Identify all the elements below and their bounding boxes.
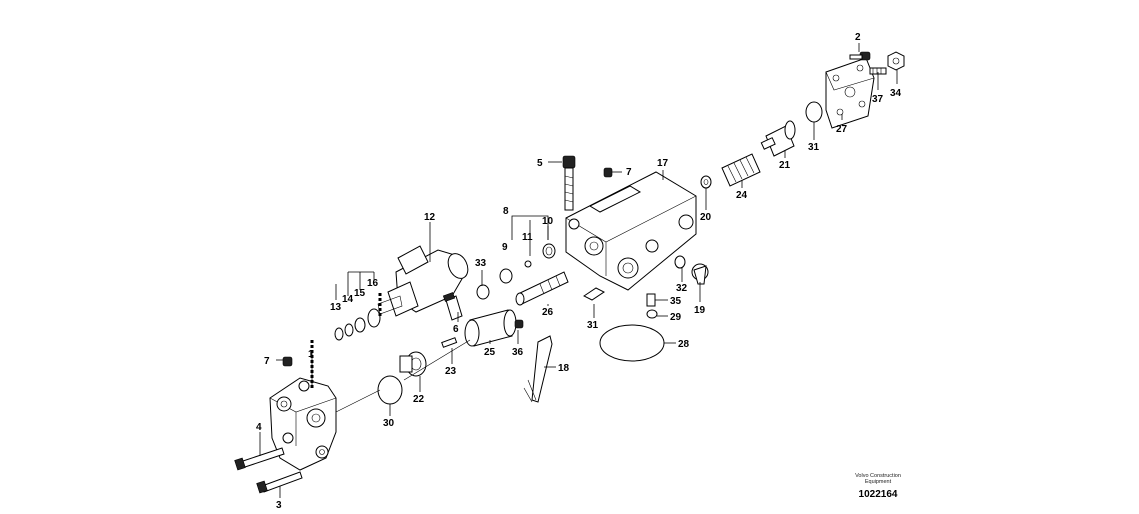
nut-part-9 <box>499 268 513 284</box>
spring-part-24 <box>721 153 761 187</box>
piston-part-21 <box>760 120 796 157</box>
callout-24: 24 <box>736 190 748 201</box>
valve-housing-part <box>269 377 337 471</box>
callout-10: 10 <box>542 216 554 227</box>
callout-21: 21 <box>779 160 791 171</box>
callout-5: 5 <box>537 158 543 169</box>
valve-body-part-17 <box>565 171 697 291</box>
leader-lines <box>259 43 898 498</box>
callout-2: 2 <box>855 32 861 43</box>
callout-11: 11 <box>522 232 533 243</box>
callout-28: 28 <box>678 339 690 350</box>
callout-31-upper: 31 <box>808 142 820 153</box>
bolt-part-4 <box>234 447 285 471</box>
ball-part-11 <box>524 260 532 268</box>
callout-13: 13 <box>330 302 342 313</box>
o-ring-part-30 <box>377 375 403 405</box>
o-ring-part-31-upper <box>805 101 823 123</box>
callout-4: 4 <box>256 422 262 433</box>
publisher-credit: Volvo Construction Equipment <box>855 473 901 485</box>
o-ring-set-13-16 <box>334 308 381 341</box>
callout-35: 35 <box>670 296 682 307</box>
o-ring-part-32 <box>674 255 686 269</box>
washer-part-29 <box>646 309 658 319</box>
callout-20: 20 <box>700 212 712 223</box>
callout-27: 27 <box>836 124 848 135</box>
bolt-part-2 <box>849 51 871 61</box>
screw-part-6 <box>442 292 463 321</box>
drawing-number: 1022164 <box>858 489 898 500</box>
gasket-part-31 <box>583 287 605 301</box>
callout-31-lower: 31 <box>587 320 599 331</box>
callout-16: 16 <box>367 278 379 289</box>
callout-37: 37 <box>872 94 884 105</box>
bolt-part-3 <box>256 471 303 494</box>
washer-part-20 <box>700 175 712 189</box>
o-ring-part-33 <box>476 284 490 300</box>
shaft-part-26 <box>515 271 569 306</box>
callout-3: 3 <box>276 500 282 511</box>
set-screw-part-upper <box>603 167 613 178</box>
callout-18: 18 <box>558 363 570 374</box>
o-ring-part-28 <box>599 324 665 362</box>
callout-8: 8 <box>503 206 509 217</box>
callout-6: 6 <box>453 324 459 335</box>
nut-part-34 <box>887 51 905 71</box>
cover-plate-part-27 <box>825 57 875 129</box>
callout-12: 12 <box>424 212 436 223</box>
screw-part-36 <box>514 319 524 329</box>
callout-7-upper: 7 <box>626 167 632 178</box>
callout-22: 22 <box>413 394 425 405</box>
spool-part-25 <box>464 309 517 347</box>
callout-32: 32 <box>676 283 688 294</box>
callout-17: 17 <box>657 158 669 169</box>
pin-part-35 <box>646 293 656 307</box>
callout-29: 29 <box>670 312 682 323</box>
callout-34: 34 <box>890 88 902 99</box>
callout-7-lower: 7 <box>264 356 270 367</box>
callout-23: 23 <box>445 366 457 377</box>
sleeve-part-10 <box>542 243 556 259</box>
callout-15: 15 <box>354 288 366 299</box>
callout-labels: 2 37 34 27 31 21 24 20 17 7 5 8 10 11 9 … <box>256 32 902 511</box>
bolt-part-5 <box>562 155 576 211</box>
callout-30: 30 <box>383 418 395 429</box>
plug-part-19 <box>691 263 709 285</box>
lever-part-18 <box>523 335 553 403</box>
callout-26: 26 <box>542 307 554 318</box>
callout-33: 33 <box>475 258 487 269</box>
pin-part-23 <box>441 337 458 348</box>
callout-14: 14 <box>342 294 354 305</box>
callout-9: 9 <box>502 242 508 253</box>
set-screw-part <box>282 356 293 367</box>
plug-part-22 <box>399 351 427 377</box>
assembly-dashed-line <box>310 292 382 388</box>
callout-25: 25 <box>484 347 496 358</box>
callout-36: 36 <box>512 347 524 358</box>
callout-19: 19 <box>694 305 706 316</box>
callout-1: 1 <box>308 349 314 360</box>
